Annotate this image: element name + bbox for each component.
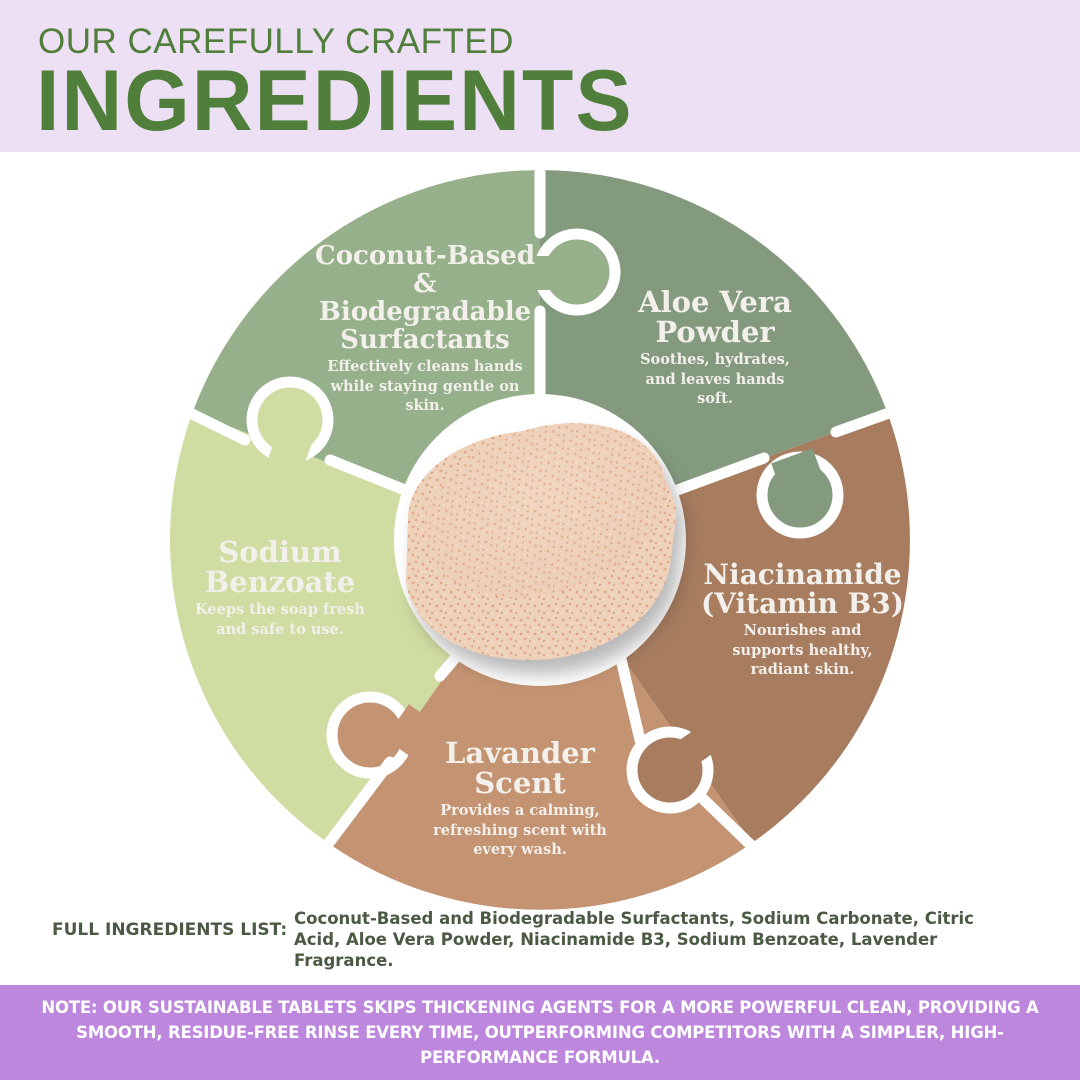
- soap-tablet-image: [406, 423, 676, 660]
- label-sodium: Sodium Benzoate Keeps the soap fresh and…: [180, 537, 380, 639]
- header-subtitle: OUR CAREFULLY CRAFTED: [38, 22, 514, 61]
- label-lavender-title-2: Scent: [474, 766, 566, 800]
- label-coconut-title-1: Coconut-Based &: [315, 241, 535, 299]
- header-title: INGREDIENTS: [36, 53, 634, 149]
- label-aloe-title-2: Powder: [655, 315, 775, 349]
- label-lavender: Lavander Scent Provides a calming, refre…: [415, 738, 625, 860]
- label-coconut: Coconut-Based & Biodegradable Surfactant…: [300, 242, 550, 416]
- label-sodium-desc: Keeps the soap fresh and safe to use.: [195, 601, 365, 638]
- full-ingredients-label: FULL INGREDIENTS LIST:: [52, 920, 288, 940]
- label-sodium-title-2: Benzoate: [204, 565, 356, 599]
- label-lavender-desc: Provides a calming, refreshing scent wit…: [433, 802, 607, 858]
- full-ingredients-value: Coconut-Based and Biodegradable Surfacta…: [294, 909, 974, 970]
- label-lavender-title-1: Lavander: [445, 736, 595, 770]
- label-niacinamide-title-1: Niacinamide: [703, 558, 902, 591]
- piece-lavender: [328, 540, 752, 910]
- label-sodium-title-1: Sodium: [218, 535, 342, 569]
- label-niacinamide-title-2: (Vitamin B3): [701, 587, 904, 620]
- header-banner: OUR CAREFULLY CRAFTED INGREDIENTS: [0, 0, 1080, 152]
- label-coconut-desc: Effectively cleans hands while staying g…: [327, 358, 523, 414]
- label-aloe: Aloe Vera Powder Soothes, hydrates, and …: [620, 287, 810, 409]
- label-niacinamide: Niacinamide (Vitamin B3) Nourishes and s…: [690, 560, 915, 680]
- label-aloe-title-1: Aloe Vera: [638, 285, 792, 319]
- note-banner: NOTE: OUR SUSTAINABLE TABLETS SKIPS THIC…: [0, 985, 1080, 1080]
- label-niacinamide-desc: Nourishes and supports healthy, radiant …: [732, 622, 873, 678]
- label-coconut-title-3: Surfactants: [340, 325, 510, 355]
- label-coconut-title-2: Biodegradable: [318, 297, 532, 327]
- label-aloe-desc: Soothes, hydrates, and leaves hands soft…: [640, 351, 790, 407]
